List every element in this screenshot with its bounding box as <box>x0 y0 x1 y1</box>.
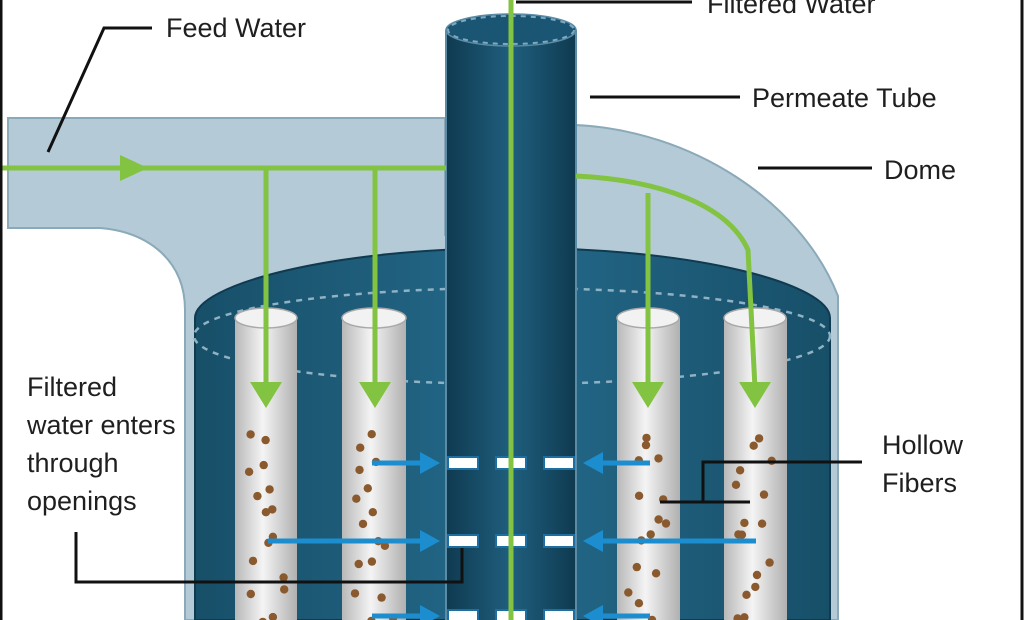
sediment-particle <box>253 491 262 501</box>
hollow-fibers-leader-2 <box>701 460 862 502</box>
sediment-particle <box>634 491 644 500</box>
sediment-particle <box>749 441 758 450</box>
sediment-particle <box>261 508 271 517</box>
label-permeate-tube: Permeate Tube <box>752 80 937 116</box>
sediment-particle <box>367 557 377 566</box>
sediment-particle <box>661 519 671 528</box>
sediment-particle <box>742 590 751 599</box>
sediment-particle <box>268 505 277 514</box>
sediment-particle <box>259 460 268 470</box>
sediment-particle <box>654 454 663 463</box>
sediment-particles <box>244 430 776 620</box>
sediment-particle <box>751 582 760 592</box>
feed-water-leader <box>46 26 152 153</box>
sediment-particle <box>651 569 661 578</box>
sediment-particle <box>735 466 745 475</box>
sediment-particle <box>279 573 288 582</box>
label-feed-water-text: Feed Water <box>166 13 307 43</box>
green-flow-arrowheads <box>120 155 771 408</box>
sediment-particle <box>350 589 360 598</box>
blue-flow-arrow <box>268 460 756 619</box>
sediment-particle <box>244 467 254 476</box>
label-filtered-water: Filtered Water <box>707 0 876 22</box>
blue-flow-arrowheads <box>420 452 603 620</box>
sediment-particle <box>757 519 767 528</box>
sediment-particle <box>358 519 368 529</box>
openings-leader <box>74 532 464 584</box>
sediment-particle <box>354 559 363 569</box>
sediment-particle <box>259 617 267 620</box>
sediment-particle <box>268 612 278 620</box>
sediment-particle <box>380 541 390 550</box>
label-line: Hollow <box>882 430 964 460</box>
sediment-particle <box>367 430 376 439</box>
sediment-particle <box>246 430 255 439</box>
label-line: water enters <box>27 410 176 440</box>
sediment-particle <box>368 508 377 517</box>
sediment-particle <box>248 556 258 566</box>
sediment-particle <box>654 515 663 524</box>
sediment-particle <box>624 588 633 597</box>
label-hollow-fibers: Hollow Fibers <box>882 426 963 502</box>
sediment-particle <box>377 593 386 602</box>
sediment-particle <box>265 485 274 494</box>
label-dome-text: Dome <box>884 155 957 185</box>
label-filtered-water-enters: Filtered water enters through openings <box>27 368 176 520</box>
leader-lines <box>46 0 872 584</box>
sediment-particle <box>642 433 651 443</box>
label-filtered-water-text: Filtered Water <box>707 0 876 19</box>
label-line: Filtered <box>27 372 118 402</box>
sediment-particle <box>759 490 769 499</box>
sediment-particle <box>246 589 255 599</box>
sediment-particle <box>356 443 365 452</box>
sediment-particle <box>734 530 743 539</box>
sediment-particle <box>363 484 372 493</box>
label-dome: Dome <box>884 152 956 188</box>
sediment-particle <box>641 440 651 450</box>
label-line: openings <box>27 486 137 516</box>
sediment-particle <box>731 480 741 489</box>
label-line: Fibers <box>882 468 958 498</box>
sediment-particle <box>754 434 764 443</box>
hollow-fiber <box>234 307 298 620</box>
sediment-particle <box>634 599 644 608</box>
sediment-particle <box>765 558 774 567</box>
label-feed-water: Feed Water <box>166 10 306 46</box>
green-flow-arrow <box>0 0 758 620</box>
sediment-particle <box>752 570 762 580</box>
sediment-particle <box>646 530 655 539</box>
sediment-particle <box>280 585 289 594</box>
label-permeate-tube-text: Permeate Tube <box>752 83 937 113</box>
sediment-particle <box>352 494 361 503</box>
sediment-particle <box>261 435 270 445</box>
sediment-particle <box>740 518 749 528</box>
sediment-particle <box>740 613 749 620</box>
sediment-particle <box>355 465 364 475</box>
sediment-particle <box>733 614 742 620</box>
label-line: through <box>27 448 119 478</box>
sediment-particle <box>632 562 641 572</box>
